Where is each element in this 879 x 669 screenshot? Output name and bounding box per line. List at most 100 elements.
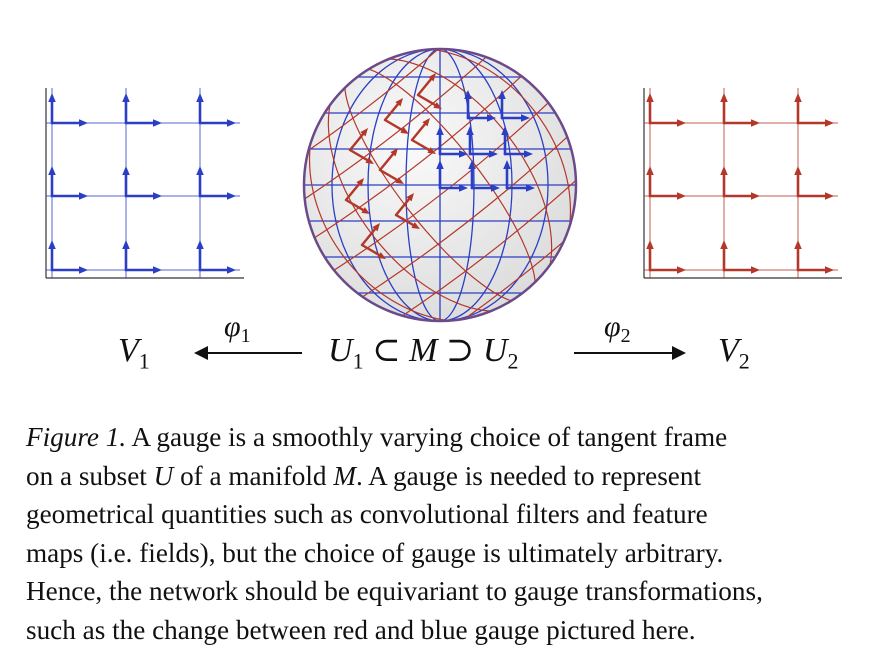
label-phi2-letter: φ bbox=[604, 310, 621, 343]
sphere-blue-vector-right bbox=[438, 184, 468, 192]
frame-vector-up bbox=[720, 166, 728, 198]
sphere-blue-vector-up bbox=[466, 126, 474, 156]
sphere-blue-vector-up bbox=[503, 160, 511, 190]
frame-vector-up bbox=[196, 166, 204, 198]
sphere-red-vector-a bbox=[383, 98, 403, 122]
caption-line-3: geometrical quantities such as convoluti… bbox=[26, 499, 708, 530]
sphere-red-vector-b bbox=[383, 118, 409, 134]
frame-vector-right bbox=[648, 266, 686, 274]
caption-line-2: on a subset U of a manifold M. A gauge i… bbox=[26, 457, 856, 496]
frame-vector-up bbox=[122, 166, 130, 198]
sphere-red-vector-a bbox=[348, 128, 368, 152]
phi1-arrow bbox=[194, 346, 302, 360]
frame-vector-right bbox=[796, 119, 834, 127]
label-m: M bbox=[409, 332, 438, 369]
sphere-blue-vector-right bbox=[505, 184, 535, 192]
label-u2-letter: U bbox=[482, 332, 508, 369]
caption-line-6: such as the change between red and blue … bbox=[26, 614, 696, 645]
label-u1-subscript: 1 bbox=[352, 348, 364, 374]
frame-vector-up bbox=[122, 93, 130, 125]
label-v2-letter: V bbox=[718, 332, 739, 369]
frame-vector-up bbox=[196, 240, 204, 272]
caption-line-1-text: A gauge is a smoothly varying choice of … bbox=[126, 422, 728, 452]
frame-vector-right bbox=[198, 192, 236, 200]
sphere-meridian bbox=[331, 49, 549, 321]
frame-vector-up bbox=[794, 240, 802, 272]
frame-vector-up bbox=[794, 93, 802, 125]
frame-vector-right bbox=[50, 119, 88, 127]
caption-symbol-m: M bbox=[333, 460, 356, 491]
caption-line-2-part-c: . A gauge is needed to represent bbox=[355, 460, 702, 491]
sphere-red-vector-a bbox=[344, 178, 364, 202]
sphere-red-vector-b bbox=[378, 168, 404, 184]
red-frame-grid bbox=[643, 88, 842, 279]
frame-vector-right bbox=[796, 192, 834, 200]
label-u1-letter: U bbox=[328, 332, 353, 369]
frame-vector-right bbox=[124, 266, 162, 274]
sphere-blue-vector-up bbox=[498, 90, 506, 120]
label-phi2-subscript: 2 bbox=[620, 325, 631, 347]
label-phi1-letter: φ bbox=[224, 310, 241, 343]
sphere-blue-vector-up bbox=[468, 160, 476, 190]
frame-vector-right bbox=[796, 266, 834, 274]
frame-vector-up bbox=[48, 166, 56, 198]
sphere-blue-vector-right bbox=[470, 184, 500, 192]
frame-vector-up bbox=[196, 93, 204, 125]
caption-line-5: Hence, the network should be equivariant… bbox=[26, 576, 763, 607]
frame-vector-up bbox=[646, 240, 654, 272]
sphere-blue-vector-up bbox=[501, 126, 509, 156]
sphere-blue-vector-right bbox=[503, 150, 533, 158]
frame-vector-right bbox=[722, 119, 760, 127]
figure-illustration bbox=[45, 47, 842, 323]
red-gauge-line bbox=[304, 49, 494, 192]
frame-vector-right bbox=[648, 119, 686, 127]
frame-vector-right bbox=[722, 266, 760, 274]
frame-vector-right bbox=[722, 192, 760, 200]
gauge-sphere bbox=[302, 47, 578, 323]
label-phi1: φ1 bbox=[224, 310, 251, 347]
frame-vector-up bbox=[646, 93, 654, 125]
caption-line-2-part-a: on a subset bbox=[26, 460, 154, 491]
frame-vector-up bbox=[122, 240, 130, 272]
frame-vector-up bbox=[646, 166, 654, 198]
subset-symbol: ⊂ bbox=[372, 332, 401, 369]
figure-caption: Figure 1. A gauge is a smoothly varying … bbox=[26, 418, 856, 650]
sphere-red-vector-b bbox=[394, 213, 420, 229]
sphere-red-vector-b bbox=[344, 198, 370, 214]
sphere-blue-vector-up bbox=[436, 126, 444, 156]
sphere-red-vector-b bbox=[416, 93, 442, 109]
caption-symbol-u: U bbox=[153, 460, 174, 491]
sphere-blue-vector-right bbox=[438, 150, 468, 158]
sphere-red-vector-b bbox=[348, 148, 374, 164]
label-v1: V1 bbox=[118, 334, 150, 373]
frame-vector-up bbox=[720, 240, 728, 272]
frame-vector-right bbox=[124, 192, 162, 200]
frame-vector-right bbox=[648, 192, 686, 200]
sphere-red-vector-a bbox=[360, 223, 380, 247]
sphere-meridian bbox=[367, 49, 513, 321]
sphere-outline bbox=[302, 47, 578, 323]
sphere-red-vector-a bbox=[394, 193, 414, 217]
sphere-blue-vector-right bbox=[466, 114, 496, 122]
red-gauge-line bbox=[304, 58, 540, 252]
caption-figure-label: Figure 1. bbox=[26, 422, 127, 452]
red-gauge-line bbox=[316, 88, 564, 282]
sphere-meridian bbox=[405, 49, 475, 321]
frame-vector-right bbox=[124, 119, 162, 127]
sphere-red-vector-b bbox=[410, 138, 436, 154]
caption-line-2-part-b: of a manifold bbox=[173, 460, 334, 491]
frame-vector-up bbox=[48, 240, 56, 272]
label-u2-subscript: 2 bbox=[507, 348, 519, 374]
phi2-arrow bbox=[574, 346, 686, 360]
sphere-blue-vector-up bbox=[436, 160, 444, 190]
sphere-red-vector-b bbox=[360, 243, 386, 259]
sphere-blue-vector-right bbox=[468, 150, 498, 158]
label-v1-letter: V bbox=[118, 332, 139, 369]
label-v2-subscript: 2 bbox=[738, 348, 750, 374]
frame-vector-up bbox=[720, 93, 728, 125]
label-phi1-subscript: 1 bbox=[240, 325, 251, 347]
red-gauge-line bbox=[386, 178, 576, 321]
caption-line-4: maps (i.e. fields), but the choice of ga… bbox=[26, 537, 724, 568]
blue-frame-grid bbox=[45, 88, 244, 279]
sphere-blue-vector-right bbox=[500, 114, 530, 122]
